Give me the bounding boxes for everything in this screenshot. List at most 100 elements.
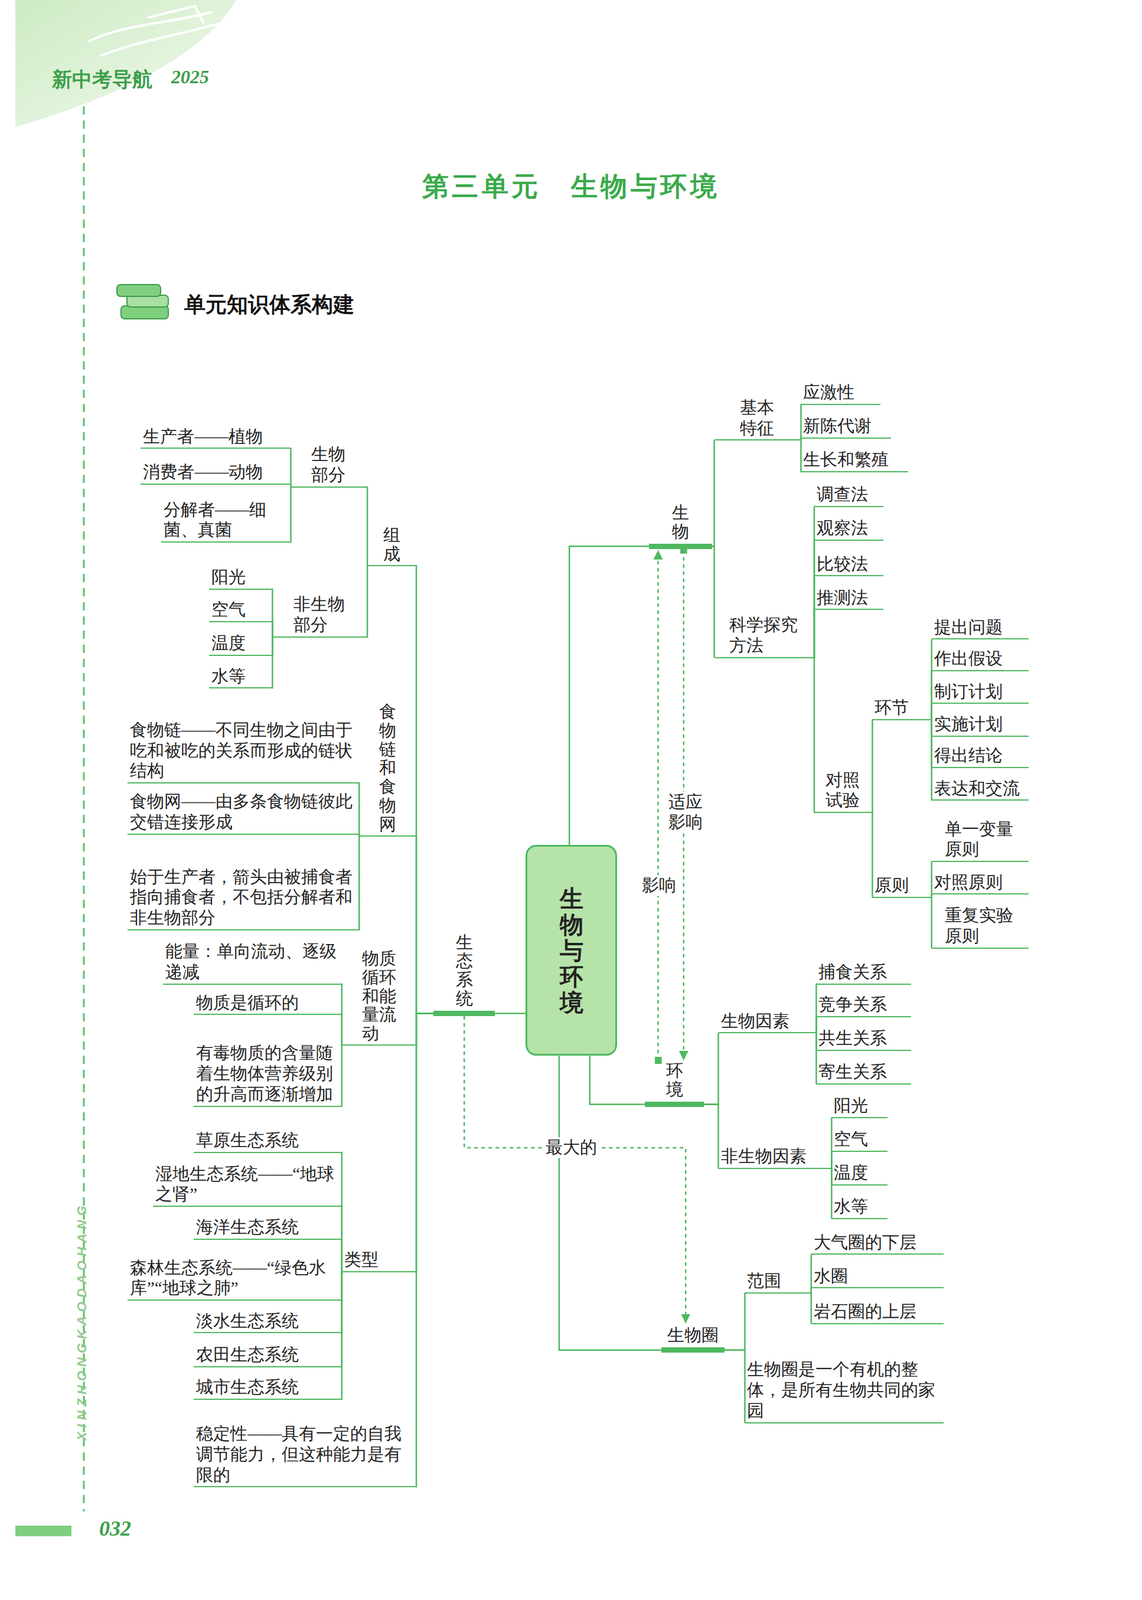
node-text: 推测法 — [816, 587, 882, 609]
underlined-item: 水等 — [209, 664, 273, 690]
node-text: 环境 — [666, 1061, 684, 1100]
node-text: 组成 — [383, 526, 401, 564]
node-text: 温度 — [833, 1162, 886, 1184]
branch-connector — [289, 487, 292, 543]
underlined-item: 生物圈是一个有机的整体，是所有生物共同的家园 — [744, 1358, 944, 1424]
branch-label: 对照试验 — [814, 768, 873, 814]
underlined-item: 农田生态系统 — [193, 1343, 342, 1368]
branch-label: 物质循环和能量流动 — [341, 948, 417, 1046]
node-text: 淡水生态系统 — [196, 1310, 340, 1332]
node-text: 范围 — [746, 1270, 809, 1292]
branch-connector — [813, 609, 816, 658]
underlined-item: 城市生态系统 — [193, 1375, 342, 1401]
branch-connector — [416, 1013, 434, 1488]
node-text: 农田生态系统 — [196, 1344, 340, 1366]
edge-label: 影响 — [640, 875, 678, 896]
node-text: 草原生态系统 — [196, 1130, 340, 1151]
node-text: 分解者——细菌、真菌 — [163, 499, 289, 541]
node-text: 稳定性——具有一定的自我调节能力，但这种能力是有限的 — [196, 1423, 414, 1486]
page-number-bar — [15, 1525, 72, 1537]
node-text: 作出假设 — [934, 648, 1027, 670]
underlined-item: 森林生态系统——“绿色水库”“地球之肺” — [127, 1256, 342, 1302]
underlined-item: 消费者——动物 — [140, 460, 291, 485]
node-text: 生物部分 — [311, 444, 348, 486]
node-text: 物质循环和能量流动 — [361, 949, 397, 1044]
node-text: 制订计划 — [934, 681, 1027, 703]
node-text: 新陈代谢 — [803, 415, 889, 437]
node-text: 生物圈 — [663, 1325, 723, 1346]
node-text: 大气圈的下层 — [813, 1232, 942, 1254]
node-text: 生物 — [671, 503, 690, 542]
node-text: 应激性 — [803, 382, 879, 403]
node-text: 生态系统 — [455, 933, 473, 1010]
underlined-item: 水等 — [831, 1195, 888, 1220]
underlined-item: 海洋生态系统 — [193, 1215, 342, 1241]
node-text: 海洋生态系统 — [196, 1216, 340, 1238]
node-text: 重复实验原则 — [944, 905, 1016, 947]
central-topic-box: 生物与环境 — [525, 844, 618, 1057]
underlined-item: 非生物因素 — [718, 1144, 832, 1170]
underlined-item: 作出假设 — [931, 647, 1029, 672]
underlined-item: 淡水生态系统 — [193, 1309, 342, 1334]
underlined-item: 生物因素 — [718, 1009, 817, 1034]
node-text: 对照原则 — [934, 872, 1027, 893]
branch-connector — [494, 1012, 526, 1015]
node-text: 消费者——动物 — [142, 461, 289, 483]
underlined-item: 湿地生态系统——“地球之肾” — [152, 1162, 342, 1208]
underlined-item: 实施计划 — [931, 712, 1029, 737]
node-text: 温度 — [211, 633, 270, 654]
node-text: 类型 — [344, 1249, 414, 1271]
node-text: 食物网——由多条食物链彼此交错连接形成 — [129, 791, 357, 833]
node-text: 非生物因素 — [720, 1146, 830, 1167]
underlined-item: 类型 — [341, 1248, 417, 1273]
header-banner — [15, 0, 237, 127]
branch-connector — [416, 836, 434, 1014]
underlined-item: 原则 — [872, 873, 932, 899]
node-text: 对照试验 — [825, 769, 862, 812]
branch-topic: 环境 — [644, 1060, 704, 1108]
branch-connector — [712, 439, 714, 547]
underlined-item: 生产者——植物 — [140, 425, 291, 450]
side-watermark: XINZHONGKAODAOHANG — [74, 1201, 90, 1441]
node-text: 环节 — [874, 697, 929, 719]
node-text: 生物因素 — [720, 1010, 815, 1032]
branch-connector — [416, 1013, 434, 1046]
node-text: 有毒物质的含量随着生物体营养级别的升高而逐渐增加 — [196, 1042, 340, 1105]
branch-connector — [341, 1271, 344, 1400]
node-text: 森林生态系统——“绿色水库”“地球之肺” — [129, 1257, 340, 1300]
node-text: 比较法 — [816, 553, 882, 575]
branch-label: 单一变量原则 — [931, 817, 1029, 863]
underlined-item: 环节 — [872, 696, 932, 721]
node-text: 科学探究方法 — [729, 614, 800, 657]
underlined-item: 比较法 — [814, 552, 884, 577]
node-text: 实施计划 — [934, 713, 1027, 735]
underlined-item: 岩石圈的上层 — [811, 1300, 945, 1325]
underlined-item: 始于生产者，箭头由被捕食者指向捕食者，不包括分解者和非生物部分 — [127, 865, 360, 931]
node-text: 水圈 — [813, 1266, 942, 1287]
underlined-item: 应激性 — [800, 380, 881, 406]
underlined-item: 调查法 — [814, 483, 884, 508]
page-title: 第三单元 生物与环境 — [0, 168, 1142, 205]
branch-connector — [724, 1350, 746, 1424]
branch-connector — [703, 1032, 719, 1105]
underlined-item: 共生关系 — [816, 1026, 912, 1052]
underlined-item: 温度 — [209, 631, 273, 657]
node-text: 食物链——不同生物之间由于吃和被吃的关系而形成的链状结构 — [129, 719, 357, 782]
node-text: 能量：单向流动、逐级递减 — [165, 941, 339, 983]
node-text: 阳光 — [833, 1095, 886, 1117]
branch-connector — [810, 1287, 813, 1294]
branch-connector — [341, 1045, 344, 1107]
book-icon — [116, 284, 169, 319]
branch-label: 食物链和食物网 — [359, 701, 417, 837]
node-text: 共生关系 — [818, 1028, 909, 1049]
node-text: 基本特征 — [739, 397, 776, 439]
node-text: 调查法 — [816, 484, 882, 505]
node-text: 生物与环境 — [559, 885, 584, 1016]
underlined-item: 能量：单向流动、逐级递减 — [162, 940, 342, 985]
branch-label: 非生物部分 — [272, 592, 368, 638]
branch-connector — [416, 1013, 434, 1272]
underlined-item: 有毒物质的含量随着生物体营养级别的升高而逐渐增加 — [193, 1041, 342, 1107]
node-text: 寄生关系 — [818, 1061, 909, 1083]
underlined-item: 水圈 — [811, 1264, 945, 1290]
underlined-item: 食物网——由多条食物链彼此交错连接形成 — [127, 790, 360, 835]
